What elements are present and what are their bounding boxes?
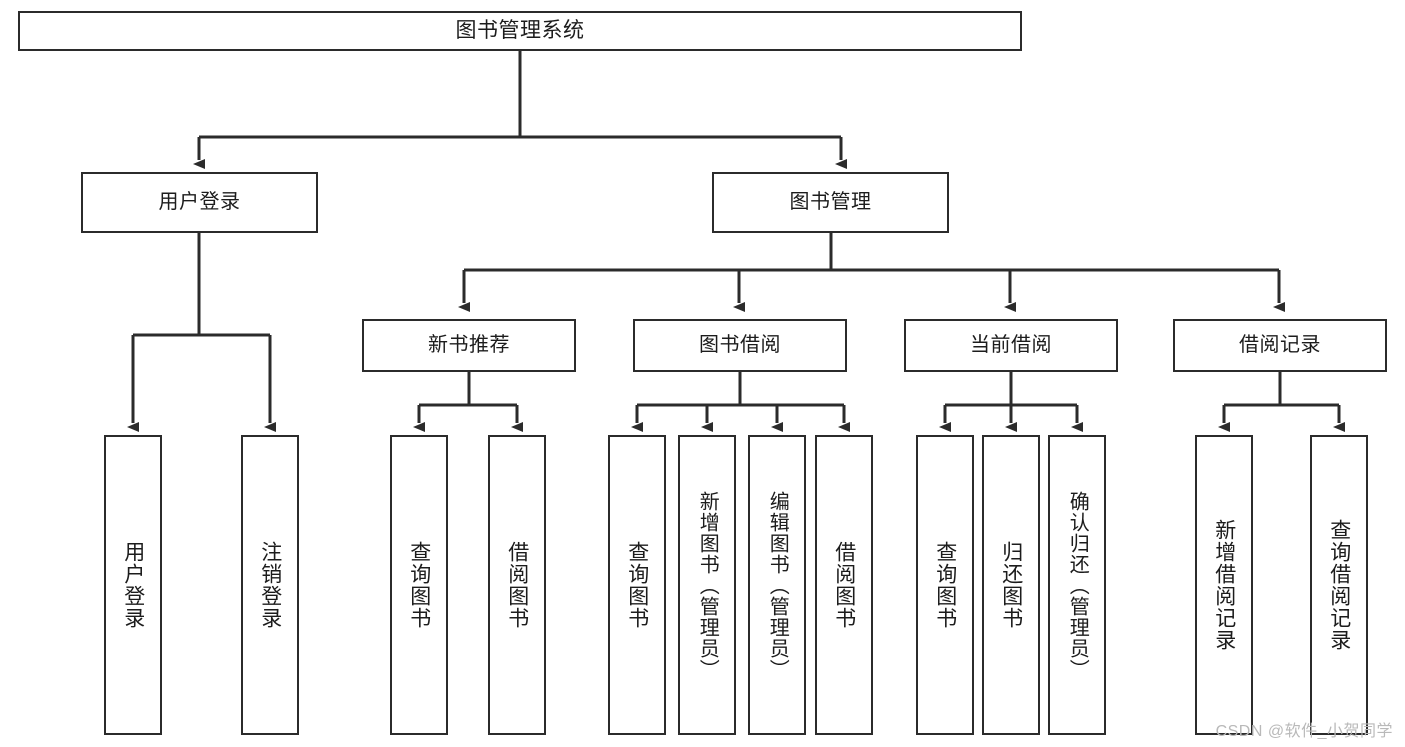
node-label: 查询借阅记录 xyxy=(1327,519,1351,651)
node-book-management[interactable]: 图书管理 xyxy=(712,172,949,233)
leaf-book-borrow-borrow-book[interactable]: 借阅图书 xyxy=(815,435,873,735)
node-label: 确认归还（管理员） xyxy=(1066,490,1089,680)
node-label: 当前借阅 xyxy=(970,333,1052,356)
node-label: 借阅图书 xyxy=(505,541,529,629)
leaf-current-borrow-return-book[interactable]: 归还图书 xyxy=(982,435,1040,735)
node-label: 借阅记录 xyxy=(1239,333,1321,356)
node-label: 查询图书 xyxy=(407,541,431,629)
node-label: 注销登录 xyxy=(258,541,282,629)
leaf-new-book-borrow-book[interactable]: 借阅图书 xyxy=(488,435,546,735)
node-label: 归还图书 xyxy=(999,541,1023,629)
node-book-borrow[interactable]: 图书借阅 xyxy=(633,319,847,372)
node-label: 图书管理 xyxy=(789,190,872,213)
leaf-current-borrow-confirm-return-admin[interactable]: 确认归还（管理员） xyxy=(1048,435,1106,735)
leaf-book-borrow-add-book-admin[interactable]: 新增图书（管理员） xyxy=(678,435,736,735)
leaf-user-login-signout[interactable]: 注销登录 xyxy=(241,435,299,735)
leaf-borrow-record-add-record[interactable]: 新增借阅记录 xyxy=(1195,435,1253,735)
leaf-current-borrow-query-book[interactable]: 查询图书 xyxy=(916,435,974,735)
node-borrow-record[interactable]: 借阅记录 xyxy=(1173,319,1387,372)
watermark-text: CSDN @软件_小贺同学 xyxy=(1215,723,1393,740)
node-label: 新增借阅记录 xyxy=(1212,519,1236,651)
node-new-book-recommend[interactable]: 新书推荐 xyxy=(362,319,576,372)
node-label: 图书管理系统 xyxy=(455,18,585,42)
node-label: 借阅图书 xyxy=(832,541,856,629)
node-label: 查询图书 xyxy=(625,541,649,629)
node-label: 新书推荐 xyxy=(428,333,510,356)
node-label: 新增图书（管理员） xyxy=(696,490,719,680)
leaf-book-borrow-edit-book-admin[interactable]: 编辑图书（管理员） xyxy=(748,435,806,735)
node-label: 图书借阅 xyxy=(699,333,781,356)
leaf-borrow-record-query-record[interactable]: 查询借阅记录 xyxy=(1310,435,1368,735)
leaf-book-borrow-query-book[interactable]: 查询图书 xyxy=(608,435,666,735)
node-user-login[interactable]: 用户登录 xyxy=(81,172,318,233)
node-label: 编辑图书（管理员） xyxy=(766,490,789,680)
leaf-new-book-query-book[interactable]: 查询图书 xyxy=(390,435,448,735)
leaf-user-login-signin[interactable]: 用户登录 xyxy=(104,435,162,735)
node-label: 用户登录 xyxy=(121,541,145,629)
node-label: 查询图书 xyxy=(933,541,957,629)
node-label: 用户登录 xyxy=(158,190,241,213)
node-current-borrow[interactable]: 当前借阅 xyxy=(904,319,1118,372)
node-root-library-management-system[interactable]: 图书管理系统 xyxy=(18,11,1022,51)
